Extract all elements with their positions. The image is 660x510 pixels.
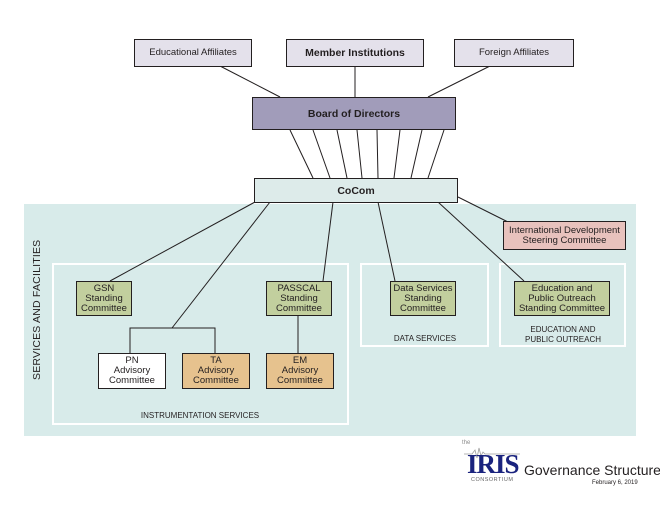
connector-cocom-ta	[171, 201, 271, 329]
gsn-standing-committee-box: GSN Standing Committee	[76, 281, 132, 316]
educational-affiliates-box: Educational Affiliates	[134, 39, 252, 67]
services-and-facilities-label: SERVICES AND FACILITIES	[31, 239, 43, 380]
data-services-label: DATA SERVICES	[393, 334, 457, 343]
education-public-outreach-label: EDUCATION AND PUBLIC OUTREACH	[524, 325, 601, 344]
governance-structure-title: Governance Structure	[524, 462, 660, 478]
international-development-box: International Development Steering Commi…	[503, 221, 626, 250]
connector-cocom-data	[377, 201, 396, 282]
connector-board-cocom-4	[356, 129, 363, 179]
instrumentation-services-label: INSTRUMENTATION SERVICES	[140, 411, 260, 420]
logo-iris-text: IRIS	[467, 449, 520, 479]
logo-consortium-text: CONSORTIUM	[471, 477, 514, 483]
connector-board-cocom-8	[427, 129, 445, 179]
board-of-directors-box: Board of Directors	[252, 97, 456, 130]
data-services-group	[360, 263, 489, 347]
data-services-standing-committee-box: Data Services Standing Committee	[390, 281, 456, 316]
pn-advisory-committee-box: PN Advisory Committee	[98, 353, 166, 389]
member-institutions-box: Member Institutions	[286, 39, 424, 67]
connector-edu-board	[219, 65, 281, 98]
ta-advisory-committee-box: TA Advisory Committee	[182, 353, 250, 389]
connector-board-cocom-3	[336, 129, 348, 179]
epo-standing-committee-box: Education and Public Outreach Standing C…	[514, 281, 610, 316]
passcal-standing-committee-box: PASSCAL Standing Committee	[266, 281, 332, 316]
governance-date: February 6, 2019	[592, 480, 638, 486]
connector-board-cocom-2	[312, 129, 331, 179]
iris-logo-waveform-icon	[464, 447, 520, 459]
connector-board-cocom-7	[410, 129, 423, 179]
cocom-box: CoCom	[254, 178, 458, 203]
connector-cocom-gsn	[109, 201, 256, 282]
em-advisory-committee-box: EM Advisory Committee	[266, 353, 334, 389]
connector-board-cocom-5	[376, 129, 379, 179]
connector-bracket-pn-ta	[129, 327, 216, 353]
connector-cocom-international	[457, 196, 509, 223]
connector-cocom-passcal	[322, 201, 334, 282]
connector-cocom-epo	[437, 201, 525, 282]
connector-board-cocom-6	[393, 129, 401, 179]
education-public-outreach-group	[499, 263, 626, 347]
logo-the-text: the	[462, 440, 471, 446]
connector-board-cocom-1	[289, 129, 314, 179]
connector-foreign-board	[427, 65, 491, 98]
foreign-affiliates-box: Foreign Affiliates	[454, 39, 574, 67]
instrumentation-services-group	[52, 263, 349, 425]
